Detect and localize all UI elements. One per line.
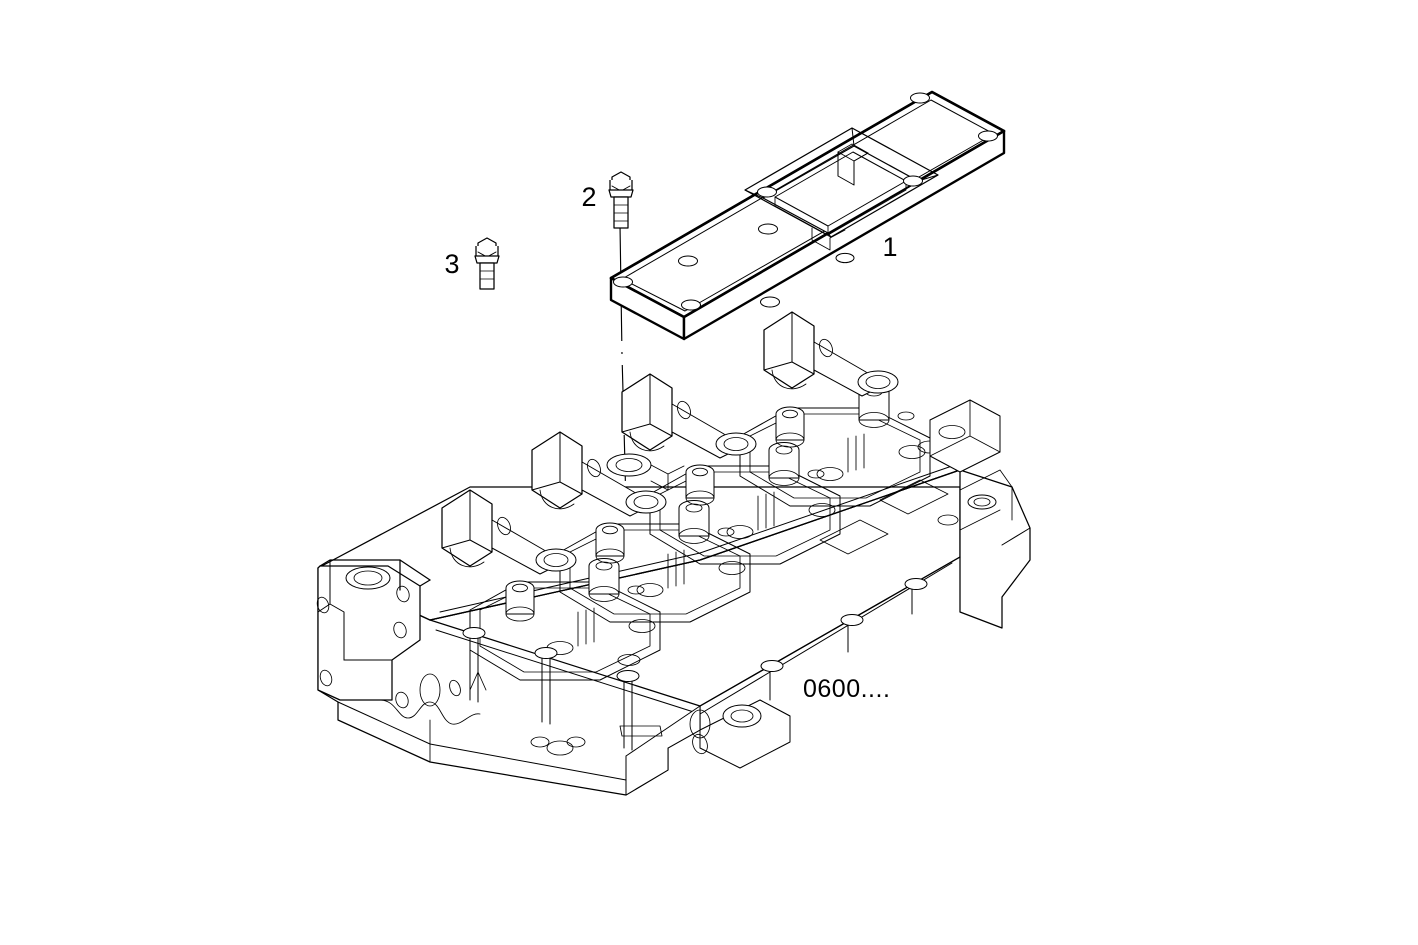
casting-reference-label: 0600.... — [803, 675, 890, 703]
callout-3: 3 — [444, 249, 459, 279]
rocker-bracket-2 — [531, 431, 667, 517]
valve-group-2 — [559, 500, 751, 623]
rocker-bracket-1 — [441, 489, 577, 575]
valve-group-1 — [469, 558, 661, 681]
callout-2: 2 — [581, 182, 596, 212]
callout-1: 1 — [882, 232, 897, 262]
head-rear-step — [929, 399, 1001, 473]
callout-2-label: 2 — [581, 182, 596, 212]
head-mount-lug — [625, 699, 791, 796]
hex-flange-bolt-long-part-2 — [608, 171, 634, 229]
cylinder-head-casting — [316, 311, 1031, 796]
cover-plate-part-1 — [609, 90, 1006, 341]
cover-plate-bolt-holes — [613, 92, 998, 311]
head-front-end-boss — [316, 559, 441, 709]
head-top-deck-detail — [429, 311, 961, 681]
rocker-bracket-3 — [621, 373, 757, 459]
head-side-wall-detail — [337, 440, 1031, 796]
rocker-bracket-4 — [763, 311, 899, 397]
hex-flange-bolt-short-part-3 — [474, 237, 500, 290]
callout-1-label: 1 — [882, 232, 897, 262]
callout-3-label: 3 — [444, 249, 459, 279]
head-bolt-seat-boss — [606, 453, 685, 491]
valve-group-3 — [649, 442, 841, 565]
